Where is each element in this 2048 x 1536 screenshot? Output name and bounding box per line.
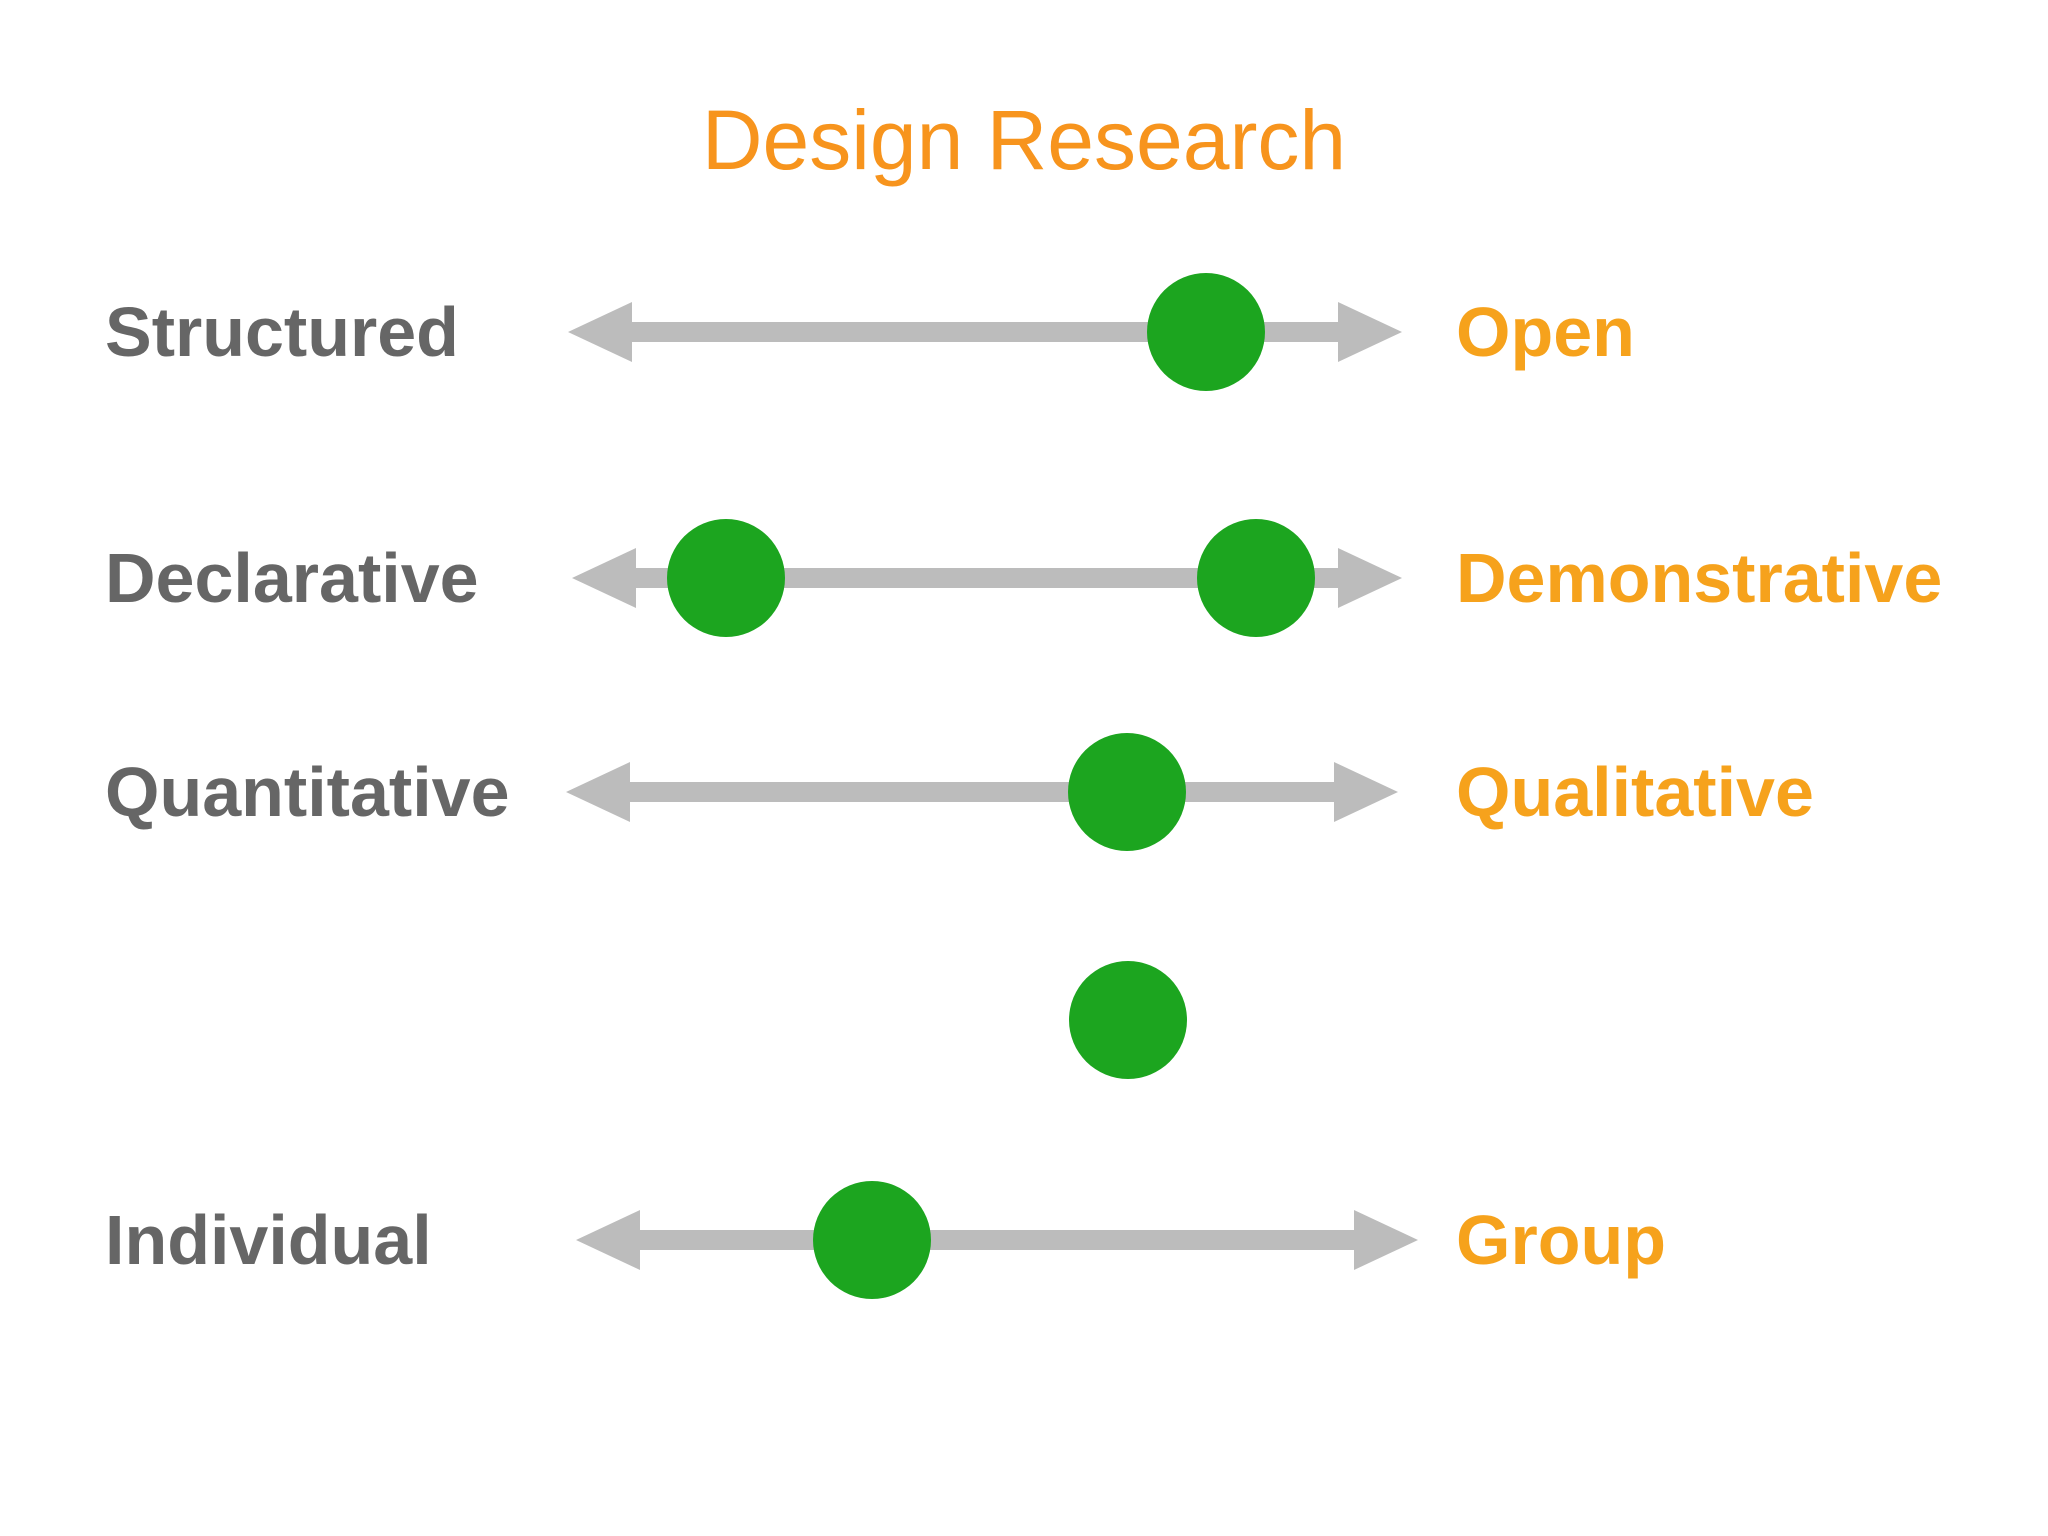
double-arrow-shape: [568, 302, 1402, 362]
left-label-declarative-demonstrative: Declarative: [105, 539, 479, 617]
green-dot: [1147, 273, 1265, 391]
right-label-declarative-demonstrative: Demonstrative: [1456, 539, 1943, 617]
right-label-quantitative-qualitative: Qualitative: [1456, 753, 1814, 831]
double-arrow-declarative-demonstrative: [572, 548, 1402, 608]
double-arrow-structured-open: [568, 302, 1402, 362]
green-dot: [1069, 961, 1187, 1079]
double-arrow-quantitative-qualitative: [566, 762, 1398, 822]
green-dot: [1068, 733, 1186, 851]
left-label-quantitative-qualitative: Quantitative: [105, 753, 510, 831]
double-arrow-shape: [576, 1210, 1418, 1270]
left-label-individual-group: Individual: [105, 1201, 432, 1279]
green-dot: [1197, 519, 1315, 637]
green-dot: [667, 519, 785, 637]
green-dot: [813, 1181, 931, 1299]
double-arrow-shape: [566, 762, 1398, 822]
slide-title: Design Research: [701, 93, 1347, 187]
double-arrow-individual-group: [576, 1210, 1418, 1270]
double-arrow-shape: [572, 548, 1402, 608]
left-label-structured-open: Structured: [105, 293, 459, 371]
right-label-individual-group: Group: [1456, 1201, 1666, 1279]
right-label-structured-open: Open: [1456, 293, 1635, 371]
